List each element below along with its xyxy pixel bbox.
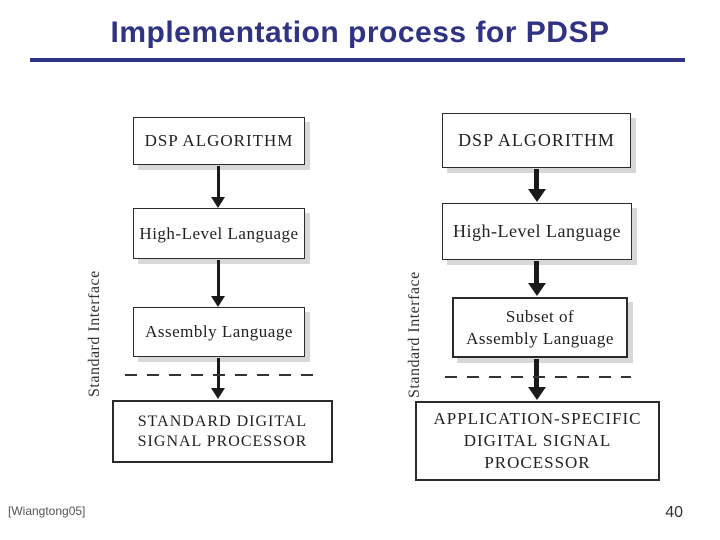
down-arrow-head-icon [211, 296, 225, 307]
right-box-subset-assembly: Subset of Assembly Language [452, 297, 628, 358]
down-arrow-line [534, 359, 539, 388]
down-arrow-head-icon [528, 189, 546, 202]
right-standard-interface-label: Standard Interface [406, 271, 423, 398]
left-box-high-level-language: High-Level Language [133, 208, 305, 259]
down-arrow-line [217, 260, 220, 297]
down-arrow-line [534, 261, 539, 284]
standard-interface-divider [445, 376, 631, 378]
right-box-dsp-algorithm: DSP ALGORITHM [442, 113, 631, 168]
down-arrow-head-icon [211, 197, 225, 208]
left-standard-interface-label: Standard Interface [86, 270, 103, 397]
down-arrow-head-icon [528, 387, 546, 400]
title-underline [30, 58, 685, 62]
right-box-application-specific-dsp: APPLICATION-SPECIFIC DIGITAL SIGNAL PROC… [415, 401, 660, 481]
down-arrow-head-icon [528, 283, 546, 296]
down-arrow-line [217, 166, 220, 198]
standard-interface-divider [125, 374, 313, 376]
left-box-dsp-algorithm: DSP ALGORITHM [133, 117, 305, 165]
right-box-high-level-language: High-Level Language [442, 203, 632, 260]
slide-title: Implementation process for PDSP [110, 16, 610, 49]
citation-reference: [Wiangtong05] [8, 504, 86, 518]
down-arrow-line [217, 358, 220, 389]
down-arrow-line [534, 169, 539, 190]
left-box-assembly-language: Assembly Language [133, 307, 305, 357]
page-number: 40 [665, 504, 683, 521]
down-arrow-head-icon [211, 388, 225, 399]
left-box-standard-dsp: STANDARD DIGITAL SIGNAL PROCESSOR [112, 400, 333, 463]
